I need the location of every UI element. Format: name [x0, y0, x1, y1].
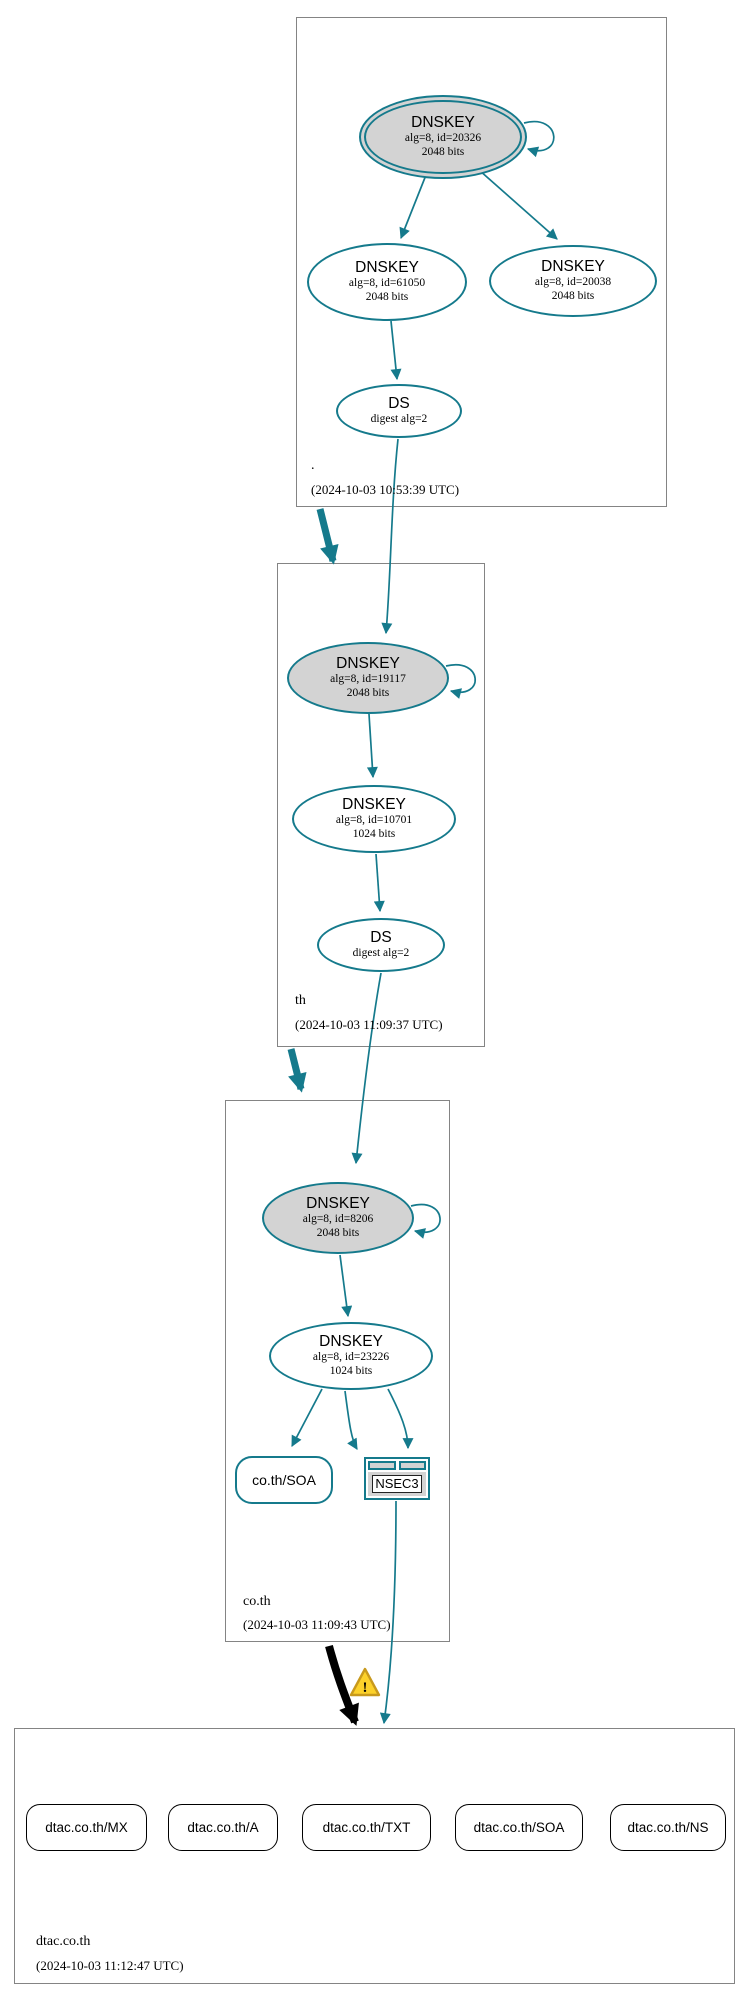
- node-alg-id: alg=8, id=20326: [404, 132, 482, 145]
- edge-th-to-co-th-delegation: [287, 1048, 307, 1093]
- node-dtac-mx-rrset[interactable]: dtac.co.th/MX: [26, 1804, 147, 1851]
- node-dtac-ns-rrset[interactable]: dtac.co.th/NS: [610, 1804, 726, 1851]
- zone-label-dtac: dtac.co.th: [36, 1934, 91, 1949]
- node-root-zsk-dnskey-61050[interactable]: DNSKEY alg=8, id=61050 2048 bits: [307, 243, 467, 321]
- edge-th-ksk-to-zsk: [366, 713, 378, 779]
- nsec3-label: NSEC3: [372, 1475, 422, 1493]
- edge-root-zsk-to-ds: [390, 320, 402, 381]
- node-title: DNSKEY: [342, 796, 406, 814]
- nsec3-cell-right: [398, 1461, 426, 1470]
- node-root-ksk-dnskey[interactable]: DNSKEY alg=8, id=20326 2048 bits: [359, 95, 527, 179]
- node-alg-id: alg=8, id=61050: [348, 277, 426, 290]
- nsec3-body: NSEC3: [368, 1472, 426, 1496]
- node-digest: digest alg=2: [352, 947, 410, 959]
- node-digest: digest alg=2: [370, 413, 428, 425]
- zone-label-root: .: [311, 458, 315, 473]
- node-root-zsk-dnskey-20038[interactable]: DNSKEY alg=8, id=20038 2048 bits: [489, 245, 657, 317]
- edge-root-ksk-to-zsk20038: [478, 169, 558, 240]
- node-th-ksk-dnskey[interactable]: DNSKEY alg=8, id=19117 2048 bits: [287, 642, 449, 714]
- edge-root-ds-to-th-ksk: [381, 438, 399, 635]
- node-co-th-ksk-dnskey[interactable]: DNSKEY alg=8, id=8206 2048 bits: [262, 1182, 414, 1254]
- zone-box-co-th: [225, 1100, 450, 1642]
- rrset-label: dtac.co.th/SOA: [473, 1820, 565, 1835]
- node-alg-id: alg=8, id=20038: [534, 276, 612, 289]
- zone-box-th: [277, 563, 485, 1047]
- node-bits: 2048 bits: [316, 1226, 360, 1239]
- zone-box-root: [296, 17, 667, 507]
- edge-co-th-ksk-selfloop: [410, 1203, 441, 1239]
- rrset-label: dtac.co.th/TXT: [322, 1820, 411, 1835]
- node-alg-id: alg=8, id=23226: [312, 1351, 390, 1364]
- rrset-label: dtac.co.th/MX: [45, 1820, 128, 1835]
- node-alg-id: alg=8, id=10701: [335, 814, 413, 827]
- edge-co-th-ksk-to-zsk: [339, 1254, 353, 1318]
- node-bits: 1024 bits: [352, 827, 396, 840]
- edge-root-ksk-to-zsk61050: [399, 174, 427, 240]
- zone-label-co-th: co.th: [243, 1594, 271, 1609]
- node-th-ds[interactable]: DS digest alg=2: [317, 918, 445, 972]
- node-dtac-soa-rrset[interactable]: dtac.co.th/SOA: [455, 1804, 583, 1851]
- edge-th-zsk-to-ds: [373, 853, 385, 913]
- node-bits: 1024 bits: [329, 1364, 373, 1377]
- node-bits: 2048 bits: [365, 290, 409, 303]
- node-title: DNSKEY: [411, 114, 475, 132]
- edge-co-th-zsk-to-nsec3-left: [344, 1390, 358, 1450]
- node-dtac-txt-rrset[interactable]: dtac.co.th/TXT: [302, 1804, 431, 1851]
- node-title: DS: [370, 929, 392, 947]
- node-title: DNSKEY: [319, 1333, 383, 1351]
- node-bits: 2048 bits: [421, 145, 465, 158]
- rrset-label: co.th/SOA: [252, 1472, 316, 1488]
- node-title: DNSKEY: [336, 655, 400, 673]
- nsec3-header-row: [368, 1461, 426, 1470]
- zone-timestamp-co-th: (2024-10-03 11:09:43 UTC): [243, 1617, 391, 1632]
- svg-text:!: !: [363, 1680, 368, 1696]
- rrset-label: dtac.co.th/A: [187, 1820, 259, 1835]
- zone-box-dtac-co-th: [14, 1728, 735, 1984]
- node-co-th-soa-rrset[interactable]: co.th/SOA: [235, 1456, 333, 1504]
- node-title: DS: [388, 395, 410, 413]
- node-title: DNSKEY: [541, 258, 605, 276]
- node-co-th-nsec3[interactable]: NSEC3: [364, 1457, 430, 1500]
- edge-co-th-zsk-to-nsec3-right: [387, 1388, 414, 1450]
- zone-timestamp-dtac: (2024-10-03 11:12:47 UTC): [36, 1958, 184, 1973]
- node-alg-id: alg=8, id=8206: [302, 1213, 374, 1226]
- rrset-label: dtac.co.th/NS: [627, 1820, 709, 1835]
- edge-co-th-zsk-to-soa: [291, 1388, 323, 1447]
- node-root-ds[interactable]: DS digest alg=2: [336, 384, 462, 438]
- edge-th-ksk-selfloop: [445, 663, 476, 699]
- edge-th-ds-to-co-th-ksk: [351, 972, 382, 1165]
- edge-co-th-to-dtac-bogus-delegation: [325, 1644, 359, 1726]
- zone-timestamp-th: (2024-10-03 11:09:37 UTC): [295, 1017, 443, 1032]
- node-bits: 2048 bits: [551, 289, 595, 302]
- node-co-th-zsk-dnskey-23226[interactable]: DNSKEY alg=8, id=23226 1024 bits: [269, 1322, 433, 1390]
- node-title: DNSKEY: [306, 1195, 370, 1213]
- edge-root-ksk-selfloop: [523, 120, 555, 158]
- node-title: DNSKEY: [355, 259, 419, 277]
- warning-icon[interactable]: !: [349, 1667, 381, 1697]
- node-bits: 2048 bits: [346, 686, 390, 699]
- node-th-zsk-dnskey-10701[interactable]: DNSKEY alg=8, id=10701 1024 bits: [292, 785, 456, 853]
- edge-root-to-th-delegation: [316, 508, 339, 565]
- zone-label-th: th: [295, 993, 306, 1008]
- nsec3-cell-left: [368, 1461, 396, 1470]
- node-alg-id: alg=8, id=19117: [330, 673, 406, 686]
- zone-timestamp-root: (2024-10-03 10:53:39 UTC): [311, 482, 460, 497]
- node-dtac-a-rrset[interactable]: dtac.co.th/A: [168, 1804, 278, 1851]
- edge-nsec3-to-dtac: [379, 1500, 397, 1725]
